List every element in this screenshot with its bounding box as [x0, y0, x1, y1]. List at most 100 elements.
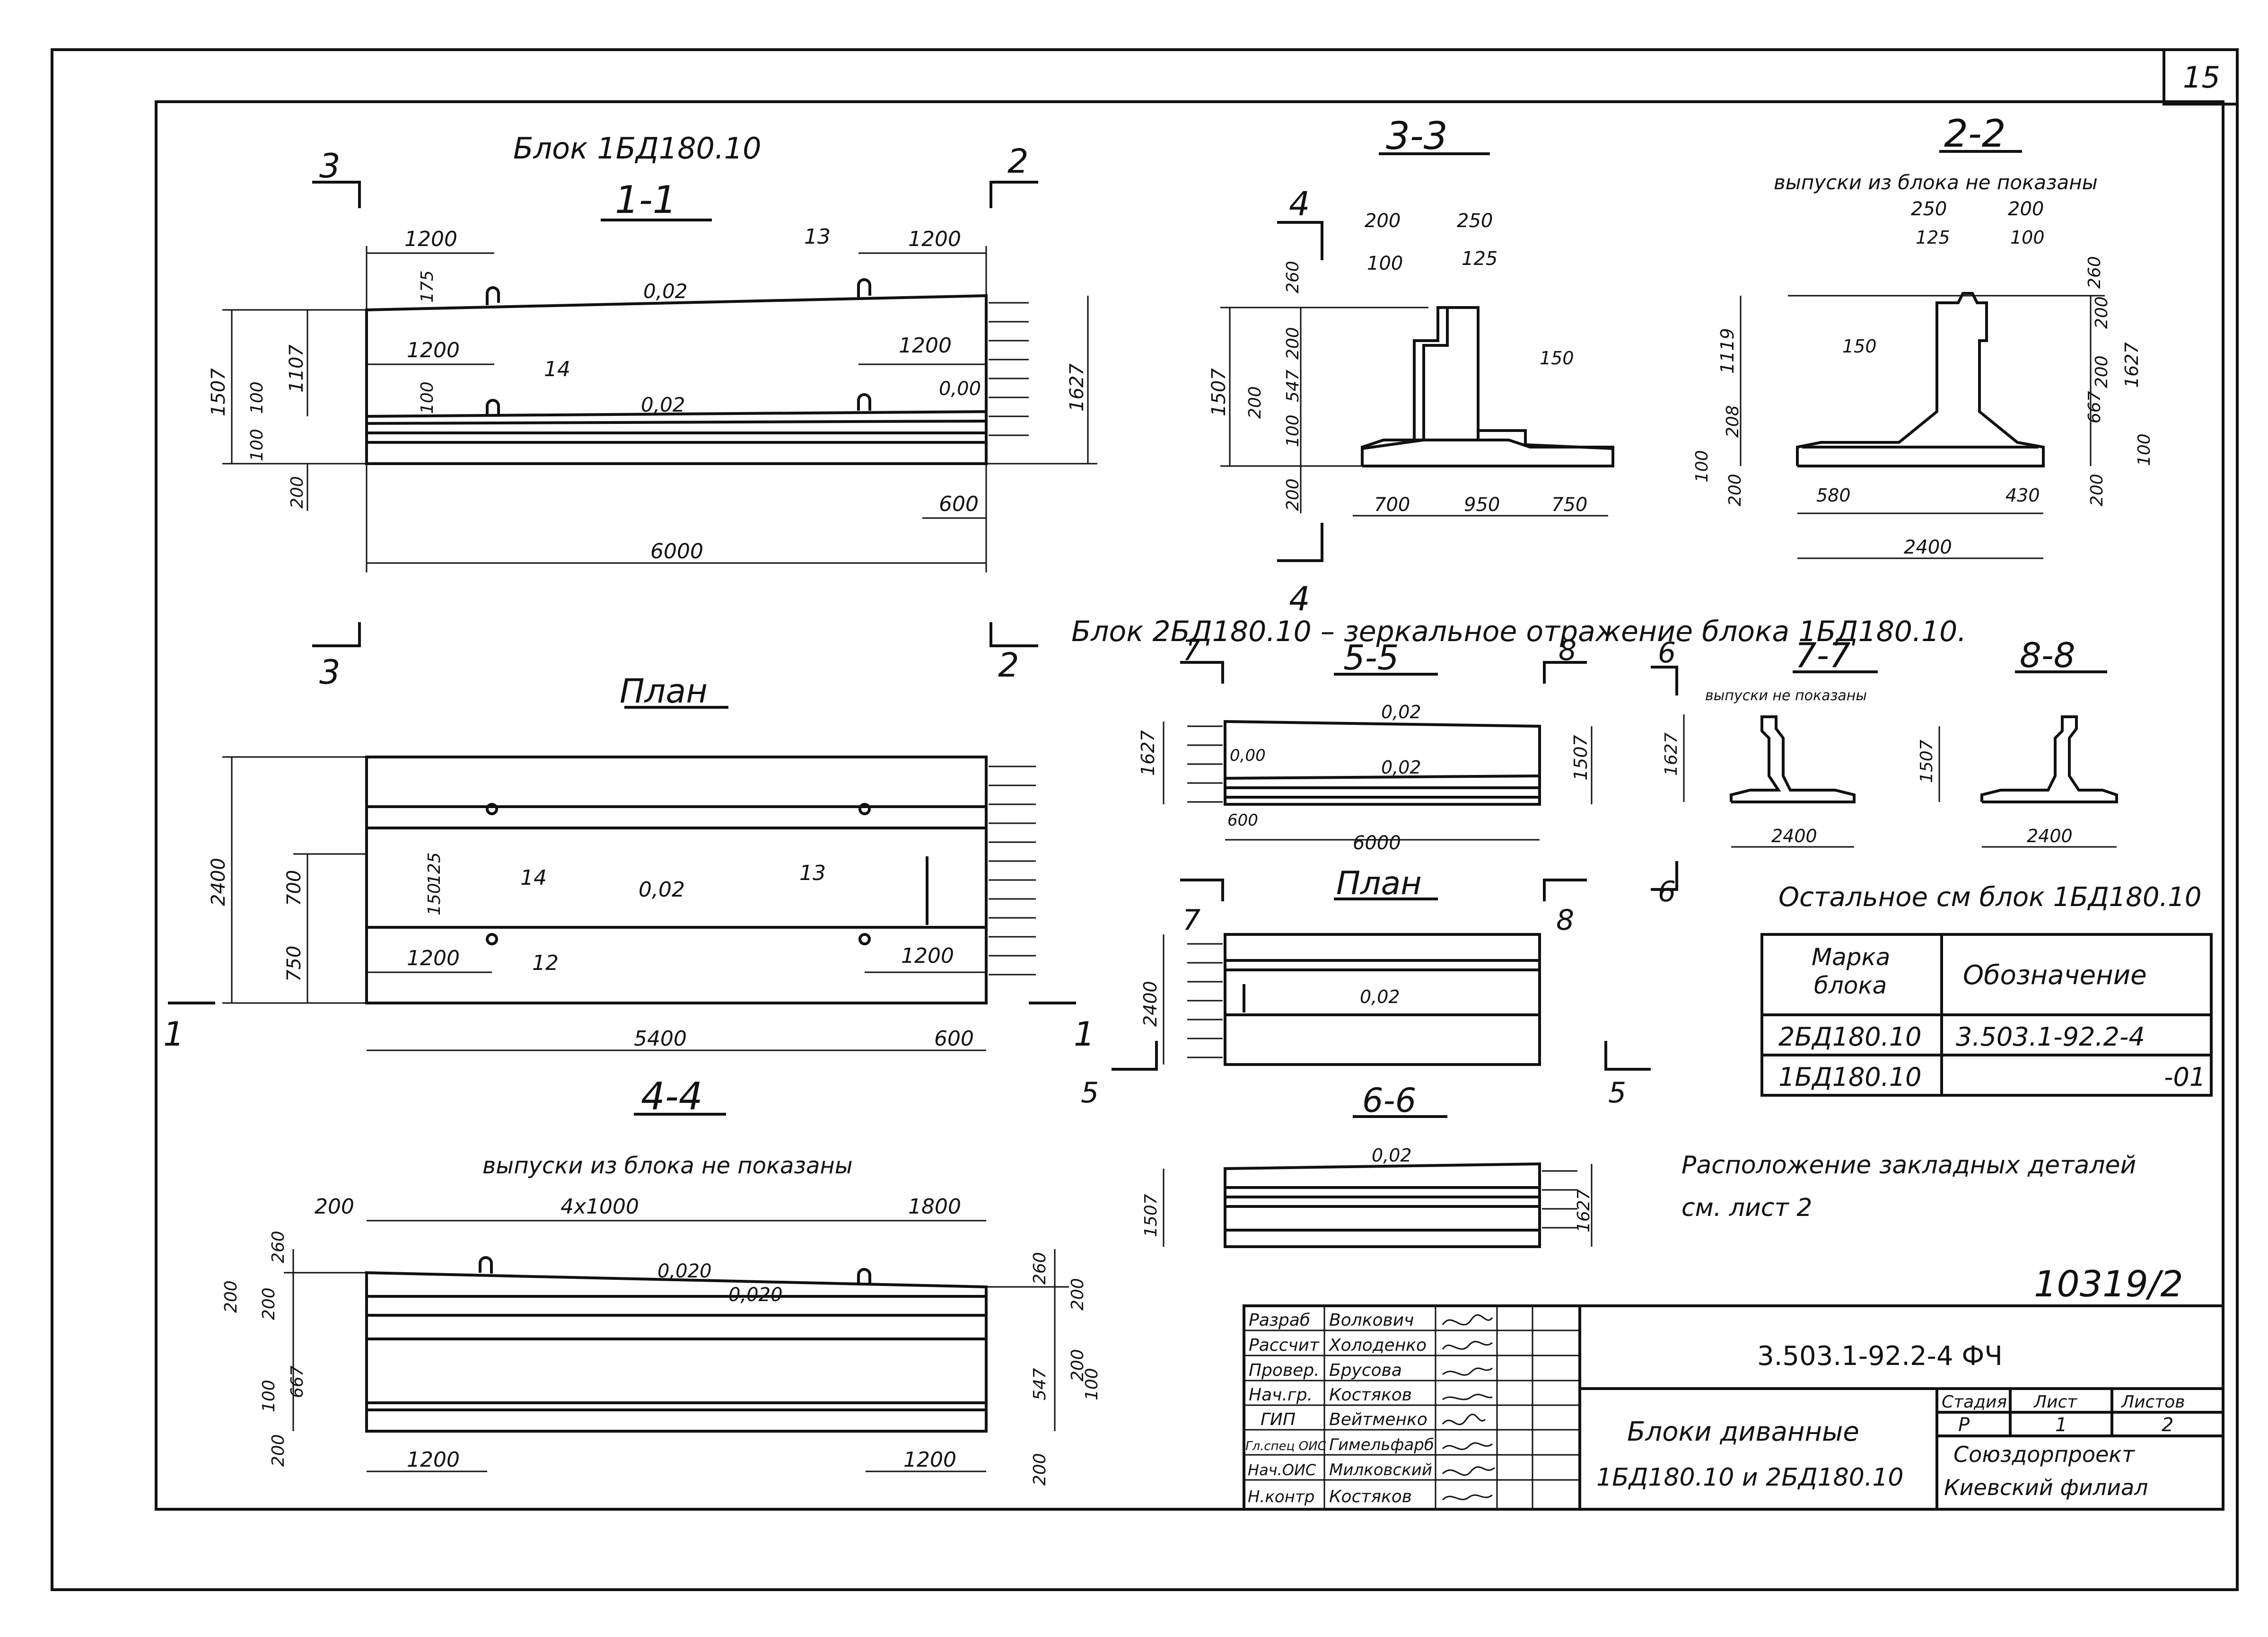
- s11-dim-b: 1200: [908, 227, 961, 251]
- stage-header: Стадия: [1942, 1392, 2007, 1412]
- s33-dim-950: 950: [1464, 494, 1500, 516]
- s11-callout-13: 13: [804, 225, 831, 249]
- s33-dim-700: 700: [1374, 494, 1410, 516]
- s22-dim-580: 580: [1816, 485, 1851, 506]
- plan-small-slope: 0,02: [1360, 986, 1400, 1007]
- s77-dim-2400: 2400: [1771, 826, 1817, 846]
- staff-name-4: Костяков: [1329, 1385, 1412, 1405]
- plan-title: План: [620, 672, 708, 711]
- section-7-7-title: 7-7: [1795, 635, 1851, 675]
- s11-dim-d: 1200: [899, 334, 952, 358]
- s11-callout-14: 14: [544, 357, 570, 381]
- s33-dim-260: 260: [1283, 261, 1303, 293]
- s11-dim-1107: 1107: [286, 344, 307, 393]
- section-7-7-drawing: [1651, 666, 1878, 891]
- s11-dim-length: 6000: [650, 539, 703, 563]
- s22-dim-208: 208: [1723, 405, 1743, 438]
- s22-dim-667: 667: [2085, 391, 2104, 423]
- s44-dim-200a: 200: [221, 1280, 241, 1313]
- s11-slope-end: 0,00: [939, 378, 981, 400]
- s44-dim-100: 100: [259, 1380, 279, 1412]
- doc-name-1: Блоки диванные: [1627, 1417, 1859, 1447]
- stage-value: Р: [1958, 1414, 1970, 1436]
- embedded-note-2: см. лист 2: [1681, 1194, 1812, 1222]
- s22-dim-100: 100: [1692, 450, 1712, 483]
- staff-name-2: Холоденко: [1328, 1336, 1427, 1355]
- marks-row1-designation: 3.503.1-92.2-4: [1956, 1022, 2145, 1052]
- section-3-3-drawing: [1220, 152, 1614, 562]
- org-name-2: Киевский филиал: [1944, 1475, 2148, 1500]
- cut-mark-1-right: 1: [1074, 1015, 1095, 1054]
- section-1-1-drawing: [222, 181, 1097, 647]
- staff-role-1: Разраб: [1249, 1311, 1310, 1330]
- marks-table-grid: [1760, 933, 2213, 1097]
- s33-dim-250: 250: [1457, 210, 1493, 232]
- s55-dim-1627: 1627: [1138, 730, 1158, 776]
- s11-dim-c: 1200: [407, 338, 460, 362]
- s11-dim-100c: 100: [247, 429, 267, 461]
- plan-callout-12: 12: [532, 951, 559, 975]
- section-1-1-title: 1-1: [615, 178, 677, 222]
- staff-name-8: Костяков: [1329, 1487, 1412, 1506]
- sheet-header: Лист: [2033, 1392, 2077, 1412]
- s22-dim-200: 200: [2008, 198, 2044, 220]
- section-4-4-drawing: [284, 1113, 1069, 1472]
- plan-small-dim-2400: 2400: [1140, 981, 1161, 1027]
- s11-dim-1507: 1507: [208, 368, 229, 416]
- s33-dim-200: 200: [1365, 210, 1401, 232]
- s44-dim-1800: 1800: [908, 1195, 961, 1219]
- section-8-8-title: 8-8: [2020, 635, 2075, 675]
- s44-dim-260a: 260: [269, 1231, 288, 1263]
- s44-dim-547: 547: [1030, 1368, 1050, 1400]
- marks-row1-mark: 2БД180.10: [1778, 1022, 1922, 1052]
- cut-mark-8-bottom: 8: [1556, 904, 1574, 937]
- s55-slope-mid: 0,02: [1381, 757, 1421, 778]
- sheet-value: 1: [2055, 1414, 2067, 1436]
- staff-name-5: Вейтменко: [1329, 1410, 1427, 1429]
- archive-number: 10319/2: [2034, 1263, 2183, 1305]
- marks-header-mark: Марка: [1812, 943, 1890, 971]
- s11-slope-top: 0,02: [643, 280, 688, 303]
- block-title: Блок 1БД180.10: [513, 131, 762, 166]
- signatures: [1442, 1314, 1496, 1501]
- staff-role-7: Нач.ОИС: [1248, 1461, 1316, 1479]
- s55-slope-top: 0,02: [1381, 702, 1421, 722]
- section-4-4-note: выпуски из блока не показаны: [482, 1153, 853, 1179]
- rest-note: Остальное см блок 1БД180.10: [1778, 882, 2202, 913]
- embedded-note-1: Расположение закладных деталей: [1681, 1151, 2136, 1179]
- plan-small-drawing: [1112, 879, 1651, 1071]
- plan-dim-150: 150: [425, 883, 444, 915]
- cut-mark-7-bottom: 7: [1182, 904, 1200, 937]
- s22-dim-125: 125: [1916, 227, 1950, 248]
- s22-dim-250: 250: [1911, 198, 1947, 220]
- s33-dim-125: 125: [1462, 248, 1497, 270]
- s88-dim-1507: 1507: [1917, 739, 1936, 783]
- section-6-6-drawing: [1163, 1115, 1593, 1248]
- staff-role-3: Провер.: [1249, 1361, 1320, 1380]
- s44-dim-200f: 200: [1030, 1453, 1050, 1486]
- plan-slope: 0,02: [639, 878, 685, 902]
- s66-slope: 0,02: [1372, 1145, 1412, 1166]
- s22-dim-200: 200: [2092, 296, 2111, 329]
- section-7-7-note: выпуски не показаны: [1705, 687, 1867, 704]
- plan-callout-13: 13: [799, 861, 826, 885]
- s22-dim-430: 430: [2005, 485, 2040, 506]
- s11-dim-a: 1200: [404, 227, 457, 251]
- s33-dim-150: 150: [1540, 348, 1574, 369]
- plan-small-title: План: [1336, 865, 1422, 902]
- section-8-8-drawing: [1938, 670, 2118, 848]
- s22-dim-100: 100: [2010, 227, 2045, 248]
- s44-dim-667: 667: [288, 1365, 307, 1398]
- s55-dim-1507: 1507: [1570, 735, 1591, 781]
- section-4-4-title: 4-4: [641, 1074, 703, 1118]
- s33-dim-200b: 200: [1283, 327, 1303, 360]
- s11-dim-100b: 100: [247, 381, 267, 414]
- s33-dim-200c: 200: [1245, 386, 1265, 419]
- section-2-2-drawing: [1740, 150, 2105, 559]
- cut-mark-5-right: 5: [1608, 1076, 1626, 1109]
- plan-dim-2400: 2400: [208, 858, 229, 906]
- inner-frame: [155, 100, 2224, 1511]
- plan-dim-1200a: 1200: [407, 946, 460, 970]
- plan-dim-750: 750: [283, 946, 305, 982]
